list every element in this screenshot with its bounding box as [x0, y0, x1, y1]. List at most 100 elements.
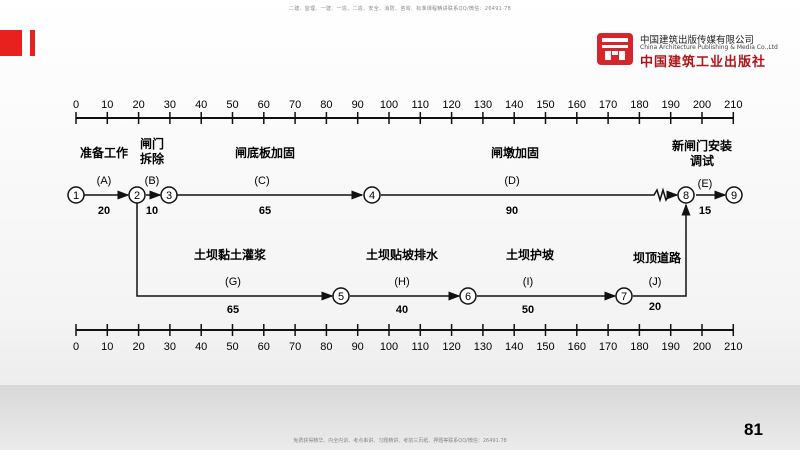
bottom-scale-tick-label: 170	[599, 341, 617, 353]
top-scale-tick-label: 10	[101, 99, 113, 111]
top-scale-tick-label: 190	[662, 99, 680, 111]
node-1: 1	[67, 186, 85, 204]
bottom-scale-tick-label: 80	[320, 341, 332, 353]
activity-E-duration: 15	[699, 205, 711, 217]
top-scale-tick-label: 150	[536, 99, 554, 111]
activity-D-code: (D)	[504, 175, 519, 187]
activity-C-name: 闸底板加固	[235, 145, 295, 160]
activity-B-duration: 10	[146, 205, 158, 217]
bottom-watermark-note: 免费获得精华、内全内训、考点串讲、习题精讲、考前三页纸、押题等联系QQ/微信：2…	[293, 438, 507, 444]
top-scale-tick-label: 130	[474, 99, 492, 111]
floor-background	[0, 385, 800, 450]
node-5: 5	[332, 287, 350, 305]
activity-I-code: (I)	[523, 276, 533, 288]
bottom-scale-tick-label: 120	[442, 341, 460, 353]
node-1-label: 1	[73, 190, 79, 202]
node-8-label: 8	[683, 190, 689, 202]
node-4: 4	[363, 186, 381, 204]
activity-G-name: 土坝黏土灌浆	[194, 247, 267, 262]
bottom-scale-tick-label: 110	[412, 341, 430, 353]
activity-C-duration: 65	[259, 205, 271, 217]
activity-B-code: (B)	[145, 175, 160, 187]
activity-D-name: 闸墩加固	[491, 145, 539, 160]
node-7-label: 7	[621, 291, 627, 303]
bottom-scale-tick-label: 140	[505, 341, 523, 353]
node-6: 6	[459, 287, 477, 305]
top-scale-tick-label: 60	[258, 99, 270, 111]
top-scale-tick-label: 20	[132, 99, 144, 111]
top-time-scale: 0 10 20 30 40 50 60 70 80 90 100 110 120 130 140 150 160…	[73, 99, 742, 124]
node-9-label: 9	[731, 190, 737, 202]
top-scale-tick-label: 90	[352, 99, 364, 111]
activity-A-code: (A)	[97, 175, 112, 187]
activity-B-name-line1: 闸门	[140, 136, 164, 151]
top-scale-tick-label: 70	[289, 99, 301, 111]
bottom-scale-tick-label: 210	[724, 341, 742, 353]
top-scale-tick-label: 50	[226, 99, 238, 111]
activity-J-duration: 20	[649, 301, 661, 313]
activity-H-name: 土坝贴坡排水	[366, 247, 439, 262]
activity-A-name: 准备工作	[80, 145, 128, 160]
top-scale-tick-label: 80	[320, 99, 332, 111]
top-scale-tick-label: 110	[412, 99, 430, 111]
accent-bar-thin	[30, 30, 35, 56]
activity-J-code: (J)	[649, 276, 662, 288]
publisher-name-cn: 中国建筑出版传媒有限公司	[640, 35, 755, 46]
arrow-J	[633, 203, 691, 297]
publisher-calligraphy: 中国建筑工业出版社	[640, 55, 767, 70]
node-9: 9	[725, 186, 743, 204]
bottom-scale-tick-label: 180	[630, 341, 648, 353]
node-7: 7	[615, 287, 633, 305]
top-scale-tick-label: 140	[505, 99, 523, 111]
top-scale-tick-label: 160	[568, 99, 586, 111]
node-5-label: 5	[338, 291, 344, 303]
activity-B-name-line2: 拆除	[140, 151, 165, 166]
page-number: 81	[744, 420, 763, 439]
bottom-scale-tick-label: 20	[132, 341, 144, 353]
top-watermark-note: 二建、监理、一建、一造、二造、安全、消防、咨询、标准课程精讲联系QQ/微信：26…	[288, 6, 512, 12]
activity-D-duration: 90	[506, 205, 518, 217]
bottom-scale-tick-label: 100	[380, 341, 398, 353]
node-3-label: 3	[166, 190, 172, 202]
bottom-scale-tick-label: 130	[474, 341, 492, 353]
activity-E-name-line1: 新闸门安装	[672, 138, 732, 153]
top-scale-tick-label: 100	[380, 99, 398, 111]
node-4-label: 4	[369, 190, 375, 202]
top-scale-tick-label: 120	[442, 99, 460, 111]
activity-I-name: 土坝护坡	[506, 247, 555, 262]
activity-J-name: 坝顶道路	[633, 250, 682, 265]
activity-C-code: (C)	[254, 175, 269, 187]
bottom-scale-tick-label: 90	[352, 341, 364, 353]
bottom-scale-tick-label: 40	[195, 341, 207, 353]
activity-H-duration: 40	[396, 304, 408, 316]
bottom-scale-tick-label: 190	[662, 341, 680, 353]
bottom-scale-tick-label: 60	[258, 341, 270, 353]
bottom-scale-tick-label: 200	[693, 341, 711, 353]
activity-A-duration: 20	[98, 205, 110, 217]
publisher-name-en: China Architecture Publishing & Media Co…	[640, 44, 778, 51]
bottom-scale-tick-label: 150	[536, 341, 554, 353]
activity-H-code: (H)	[394, 276, 409, 288]
top-scale-tick-label: 170	[599, 99, 617, 111]
top-scale-tick-label: 0	[73, 99, 79, 111]
bottom-scale-tick-label: 70	[289, 341, 301, 353]
top-scale-tick-label: 40	[195, 99, 207, 111]
top-scale-tick-label: 180	[630, 99, 648, 111]
node-3: 3	[160, 186, 178, 204]
arrow-G	[136, 203, 334, 301]
activity-G-duration: 65	[227, 304, 239, 316]
bottom-scale-tick-label: 160	[568, 341, 586, 353]
activity-E-name-line2: 调试	[690, 153, 714, 168]
bottom-scale-tick-label: 50	[226, 341, 238, 353]
top-scale-tick-label: 30	[164, 99, 176, 111]
node-2: 2	[128, 186, 146, 204]
bottom-scale-tick-label: 30	[164, 341, 176, 353]
activity-E-code: (E)	[698, 178, 713, 190]
bottom-scale-tick-label: 10	[101, 341, 113, 353]
arrow-D	[381, 187, 679, 203]
top-scale-tick-label: 210	[724, 99, 742, 111]
publisher-logo-icon	[597, 33, 633, 65]
